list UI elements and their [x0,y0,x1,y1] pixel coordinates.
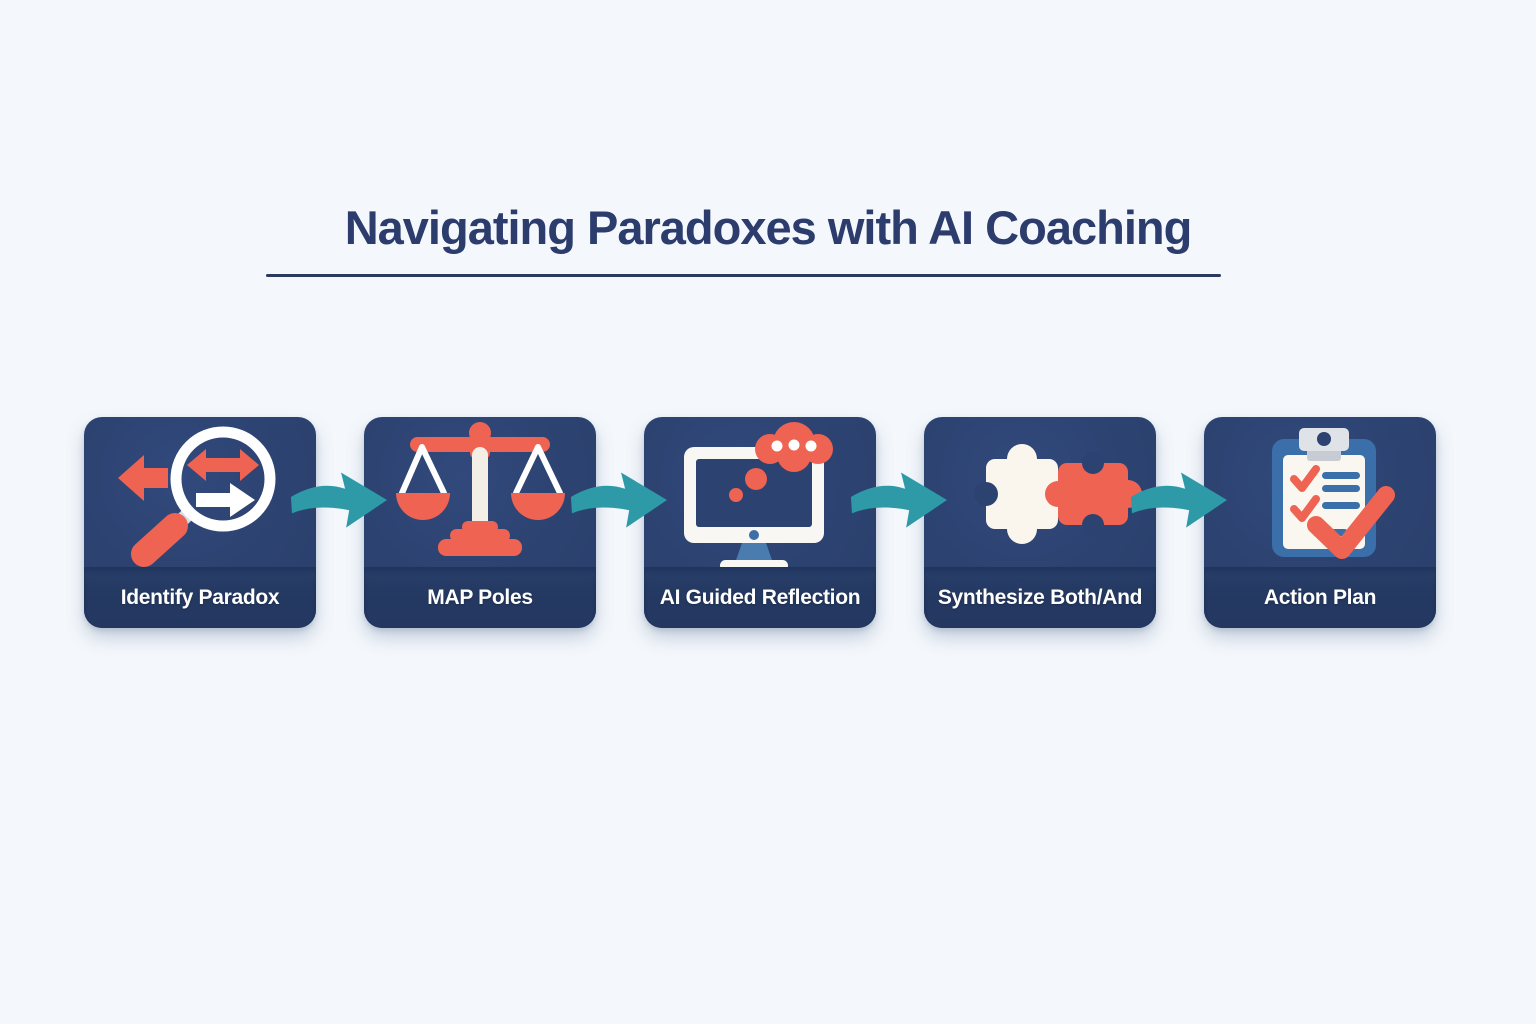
step-label: Identify Paradox [120,585,280,609]
step-label: Synthesize Both/And [937,585,1143,609]
balance-scale-icon [364,417,596,567]
flow-arrow-icon [848,452,952,544]
flow-arrow-icon [1128,452,1232,544]
step-label-band: Identify Paradox [84,567,316,628]
flow-arrow-icon [568,452,672,544]
step-card-map-poles: MAP Poles [364,417,596,628]
title-underline [266,274,1221,277]
step-label: Action Plan [1263,585,1377,609]
step-card-ai-guided-reflection: AI Guided Reflection [644,417,876,628]
step-label-band: Synthesize Both/And [924,567,1156,628]
step-card-identify-paradox: Identify Paradox [84,417,316,628]
monitor-thought-bubble-icon [644,417,876,567]
page-title: Navigating Paradoxes with AI Coaching [344,201,1193,254]
step-label-band: AI Guided Reflection [644,567,876,628]
clipboard-checklist-icon [1204,417,1436,567]
step-label: MAP Poles [427,585,533,609]
step-label-band: MAP Poles [364,567,596,628]
step-label-band: Action Plan [1204,567,1436,628]
step-card-action-plan: Action Plan [1204,417,1436,628]
puzzle-pieces-icon [924,417,1156,567]
process-steps-row: Identify Paradox [84,417,1436,628]
flow-arrow-icon [288,452,392,544]
magnifier-arrows-icon [84,417,316,567]
step-card-synthesize-both-and: Synthesize Both/And [924,417,1156,628]
step-label: AI Guided Reflection [659,585,861,609]
